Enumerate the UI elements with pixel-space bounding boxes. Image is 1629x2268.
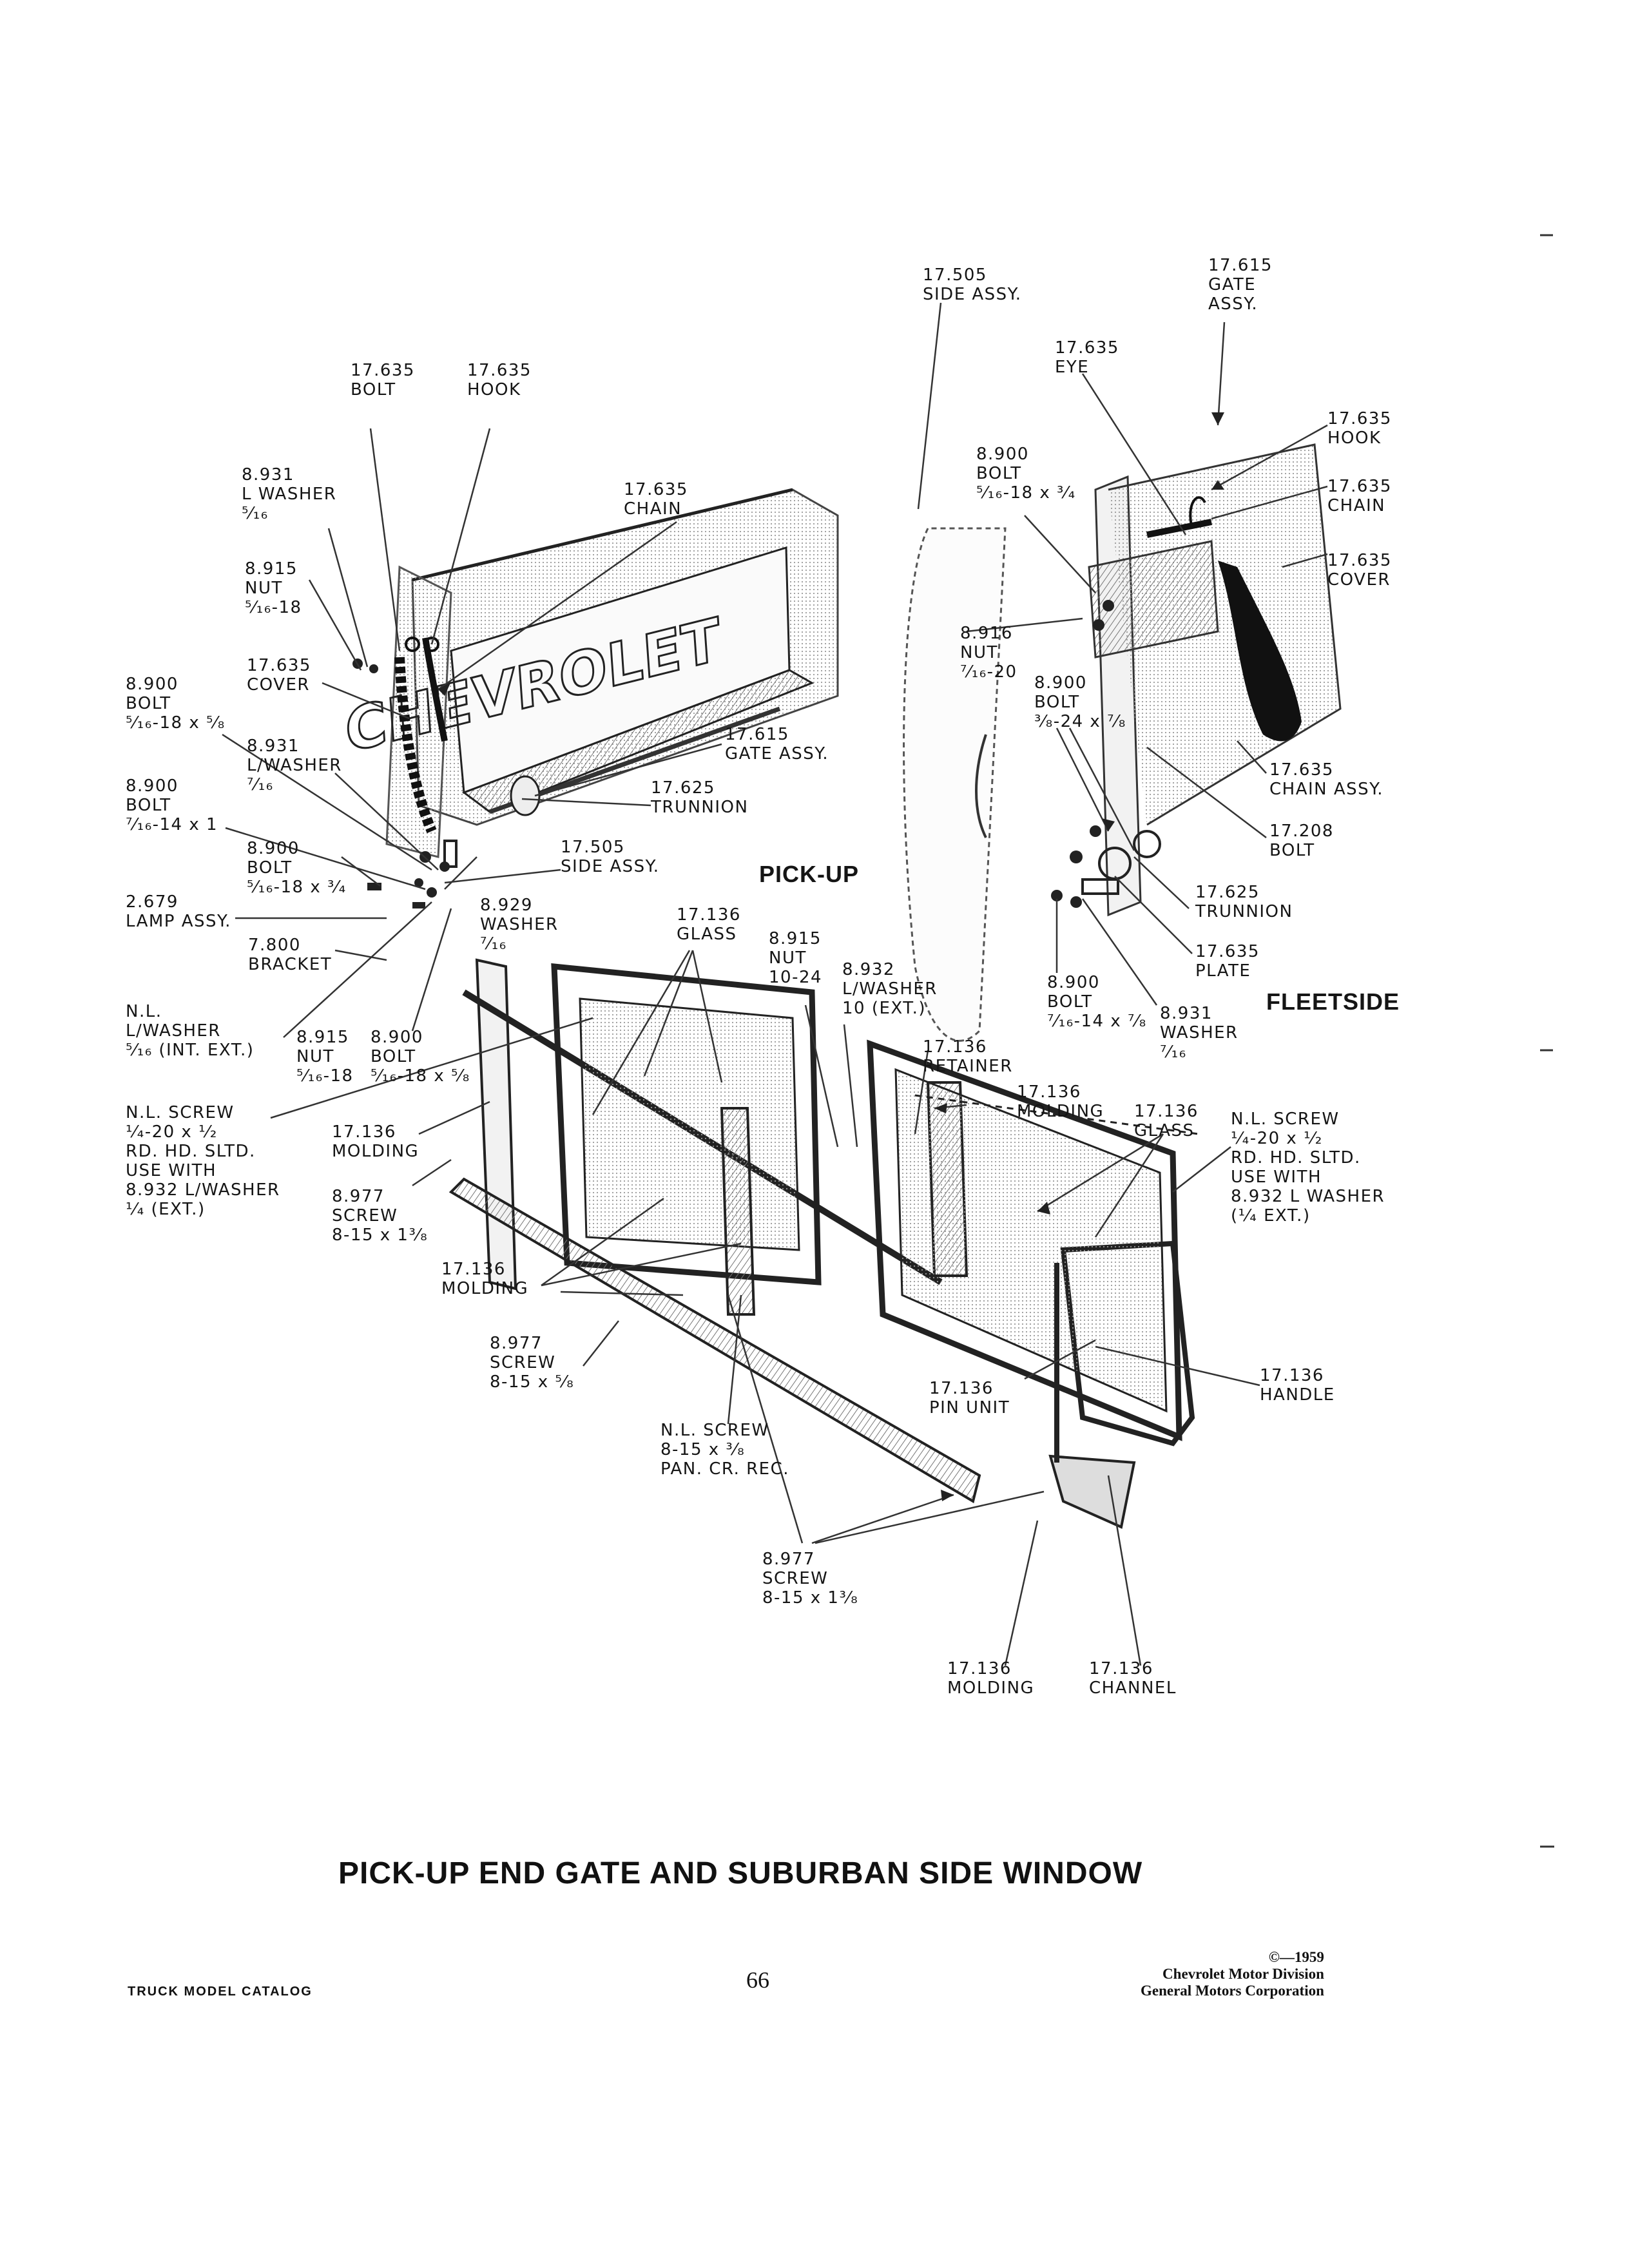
fleetside-hardware [1051,600,1161,908]
page-number: 66 [746,1967,769,1993]
pickup-tailgate [385,488,839,858]
suburban-window-assembly [448,958,1199,1529]
publisher-line-1: Chevrolet Motor Division [1162,1966,1324,1982]
catalog-name: TRUCK MODEL CATALOG [128,1984,313,1999]
arrowheads [438,412,1224,1501]
fleetside-tailgate [903,443,1342,1042]
pickup-chain-cover [394,637,448,834]
leader-lines [222,302,1328,1666]
copyright: ©—1959 [1268,1949,1324,1965]
page-title: PICK-UP END GATE AND SUBURBAN SIDE WINDO… [338,1856,1143,1890]
publisher-block: ©—1959 Chevrolet Motor Division General … [1141,1949,1324,1999]
section-label-fleetside: FLEETSIDE [1266,988,1400,1015]
edge-marks [1540,234,1554,1848]
publisher-line-2: General Motors Corporation [1141,1983,1324,1999]
section-label-pickup: PICK-UP [759,861,860,887]
fleetside-chain-cover [1146,496,1302,742]
